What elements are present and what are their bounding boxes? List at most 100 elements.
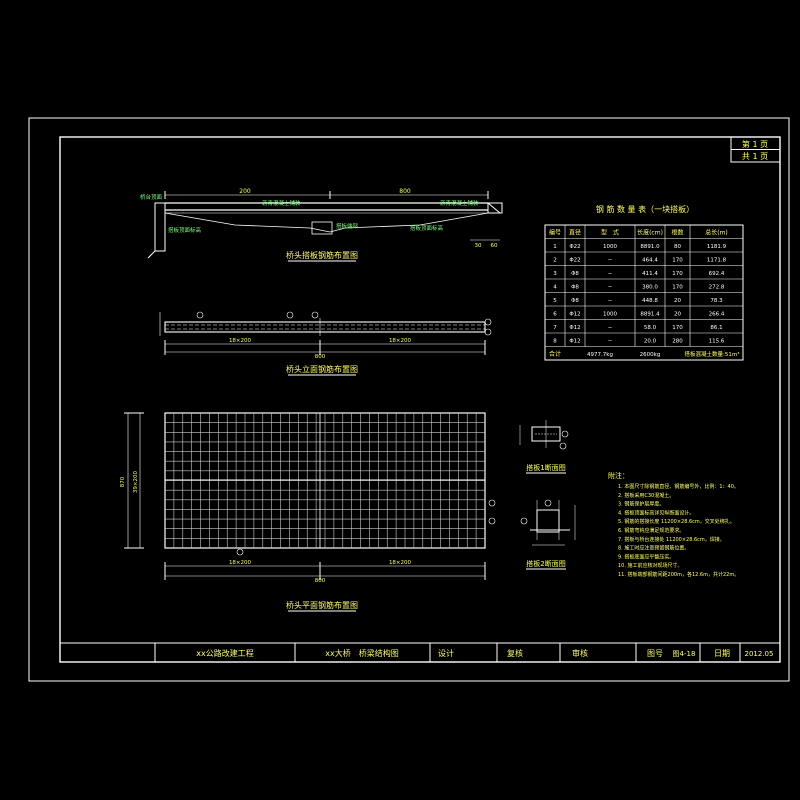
plan-dim-seg-2: 18×200 — [389, 560, 412, 566]
mid-dim-seg-2: 18×200 — [389, 338, 412, 344]
top-label-right-1: 沥青混凝土铺装 — [440, 199, 479, 207]
rebar-table-cell: ─ — [607, 285, 612, 291]
rebar-table-cell: 1181.9 — [707, 244, 727, 250]
mid-dim-seg-1: 18×200 — [229, 338, 252, 344]
drawing-no-label: 图号 — [647, 649, 663, 658]
section-1-title: 搭板1断面图 — [526, 463, 565, 472]
rebar-table-concrete: 搭板混凝土数量:51m³ — [685, 350, 740, 358]
notes-line: 7. 搭板与桥台连接处 11200×28.6cm，焊接。 — [618, 536, 725, 543]
notes-line: 5. 钢筋的搭接长度 11200×28.6cm，交叉处绑扎。 — [618, 518, 735, 525]
top-label-mid-1: 沥青混凝土铺装 — [262, 199, 301, 207]
notes-line: 2. 搭板采用C30混凝土。 — [618, 492, 674, 499]
top-view: 200 800 30 60 桥台顶面 搭板顶面标高 沥青混凝土铺装 搭板端部 沥… — [140, 188, 503, 262]
rebar-table-cell: 115.6 — [709, 339, 725, 345]
rebar-table-header: 编号 — [549, 229, 561, 237]
rebar-table-header: 总长(m) — [705, 229, 728, 237]
rebar-table-cell: 20 — [674, 312, 681, 318]
rebar-table-cell: 1000 — [603, 244, 617, 250]
plan-dim-side-inner: 39×200 — [133, 470, 139, 493]
rebar-table-cell: 1171.8 — [707, 258, 727, 264]
rebar-table-cell: 448.8 — [642, 298, 658, 304]
date-label: 日期 — [714, 649, 730, 658]
rebar-table-cell: 272.8 — [709, 285, 725, 291]
rebar-table-header: 长度(cm) — [637, 229, 663, 237]
drawing-no: 图4-18 — [673, 650, 696, 658]
section-2: 搭板2断面图 — [520, 499, 576, 570]
drawing-name: xx大桥 桥梁结构图 — [325, 648, 398, 658]
rebar-table-cell: 1000 — [603, 312, 617, 318]
rebar-table-cell: 280 — [672, 339, 683, 345]
section-1: 搭板1断面图 — [519, 420, 569, 474]
notes-line: 8. 施工时应注意预留钢筋位置。 — [618, 545, 689, 552]
rebar-table-cell: Φ8 — [571, 298, 579, 304]
rebar-table-cell: ─ — [607, 298, 612, 304]
rebar-table-header: 型 式 — [601, 229, 619, 237]
rebar-table-cell: 170 — [672, 271, 683, 277]
review-label: 复核 — [507, 648, 523, 658]
title-block: xx公路改建工程 xx大桥 桥梁结构图 设计 复核 审核 图号 图4-18 日期… — [60, 642, 780, 662]
abutment — [154, 202, 166, 252]
rebar-table-cell: Φ12 — [569, 325, 580, 331]
rebar-table-cell: Φ8 — [571, 271, 579, 277]
outer-frame — [28, 117, 790, 682]
rebar-table-cell: 80 — [674, 244, 681, 250]
rebar-table-cell: 3 — [553, 271, 557, 277]
page-counter: 第 1 页 共 1 页 — [730, 136, 781, 163]
top-label-right-2: 搭板顶面标高 — [410, 224, 444, 232]
rebar-table-cell: 20 — [674, 298, 681, 304]
mid-view: 18×200 18×200 800 桥头立面钢筋布置图 — [159, 311, 492, 376]
top-label-mid-2: 搭板端部 — [336, 222, 359, 230]
rebar-table-cell: 8 — [553, 339, 557, 345]
total-label: 共 1 页 — [742, 152, 768, 161]
rebar-table-cell: ─ — [607, 325, 612, 331]
date-value: 2012.05 — [745, 650, 774, 658]
rebar-table-total-label: 合计 — [549, 350, 561, 358]
rebar-table-cell: ─ — [607, 258, 612, 264]
notes-heading: 附注： — [608, 471, 629, 480]
rebar-table-cell: 78.3 — [710, 298, 723, 304]
rebar-table-cell: 170 — [672, 258, 683, 264]
section-2-title: 搭板2断面图 — [526, 559, 565, 568]
rebar-table-cell: 2 — [553, 258, 557, 264]
rebar-table-cell: 20.0 — [644, 339, 657, 345]
top-dim-bottom-2: 60 — [491, 243, 498, 249]
rebar-table-cell: 4 — [553, 285, 557, 291]
rebar-table-cell: Φ22 — [569, 244, 580, 250]
top-label-left-1: 桥台顶面 — [140, 193, 163, 201]
notes-line: 4. 搭板顶面标高详见纵断面设计。 — [618, 509, 694, 516]
page-label: 第 1 页 — [742, 139, 768, 149]
rebar-table-cell: 8891.4 — [640, 312, 660, 318]
rebar-table-cell: 692.4 — [709, 271, 725, 277]
plan-dim-total: 800 — [315, 578, 326, 584]
plan-view-title: 桥头平面钢筋布置图 — [286, 600, 358, 610]
company-name: xx公路改建工程 — [196, 648, 253, 658]
top-label-left-2: 搭板顶面标高 — [168, 226, 202, 234]
top-dim-left: 200 — [239, 188, 251, 195]
rebar-table-cell: Φ12 — [569, 312, 580, 318]
rebar-table-cell: Φ8 — [571, 285, 579, 291]
plan-dim-seg-1: 18×200 — [229, 560, 252, 566]
plan-dim-side: 870 — [120, 476, 126, 487]
notes-line: 9. 搭板底面应平整压实。 — [618, 553, 674, 560]
rebar-table-header: 直径 — [569, 229, 581, 237]
notes-line: 3. 钢筋保护层厚度。 — [618, 501, 664, 508]
inner-frame — [59, 136, 781, 663]
mid-dim-total: 800 — [315, 354, 326, 360]
rebar-table-cell: Φ12 — [569, 339, 580, 345]
rebar-table-cell: ─ — [607, 271, 612, 277]
notes: 附注： 1. 本图尺寸除钢筋直径、钢筋编号外，比例：1：40。 2. 搭板采用C3… — [608, 471, 739, 578]
notes-line: 10. 施工前应核对现场尺寸。 — [618, 562, 683, 569]
rebar-table-cell: 6 — [553, 312, 557, 318]
mid-view-title: 桥头立面钢筋布置图 — [286, 364, 358, 374]
rebar-table-cell: 86.1 — [710, 325, 722, 331]
rebar-table-cell: 170 — [672, 285, 683, 291]
rebar-table-cell: 5 — [553, 298, 557, 304]
rebar-table-cell: 1 — [553, 244, 557, 250]
top-view-title: 桥头搭板钢筋布置图 — [286, 250, 358, 260]
top-dim-bottom-1: 30 — [475, 243, 482, 249]
plan-view: 870 39×200 18×200 18×200 800 桥头平面钢筋布置图 — [120, 412, 496, 612]
notes-line: 1. 本图尺寸除钢筋直径、钢筋编号外，比例：1：40。 — [618, 483, 739, 490]
rebar-table-cell: 464.4 — [642, 258, 658, 264]
